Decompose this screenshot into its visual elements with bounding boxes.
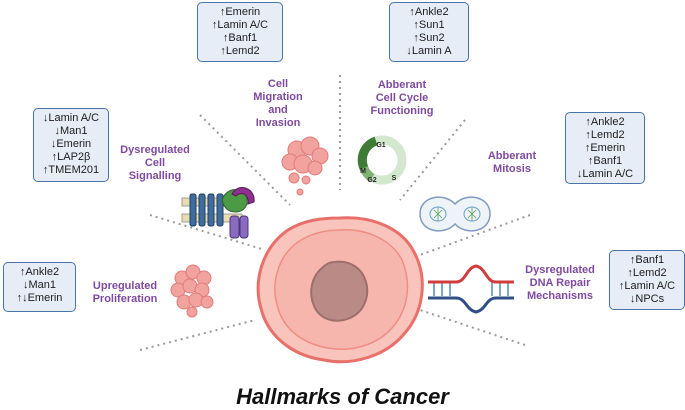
- markers-box-mitosis: ↑Ankle2 ↑Lemd2 ↑Emerin ↑Banf1 ↓Lamin A/C: [565, 112, 645, 184]
- marker-item: ↑Lemd2: [627, 267, 667, 279]
- hallmark-label-mitosis: Abberant Mitosis: [478, 150, 546, 176]
- label-line: and: [268, 104, 288, 116]
- marker-item: ↑Lamin A/C: [211, 19, 269, 31]
- proliferating-cells-icon: [170, 264, 214, 318]
- marker-item: ↑Lamin A/C: [618, 280, 676, 292]
- label-line: Mitosis: [493, 163, 531, 175]
- marker-item: ↑TMEM201: [42, 164, 100, 176]
- marker-item: ↑Banf1: [222, 32, 258, 44]
- dividing-cell-icon: [419, 196, 491, 232]
- marker-item: ↑Ankle2: [19, 266, 60, 278]
- marker-item: ↑Banf1: [587, 155, 623, 167]
- label-line: Cell: [267, 78, 289, 90]
- hallmark-label-migration: Cell Migration and Invasion: [245, 78, 311, 130]
- membrane-receptor-icon: [181, 187, 255, 239]
- radial-line-left: [149, 214, 266, 251]
- label-line: Dysregulated: [525, 264, 595, 276]
- marker-item: ↑Sun1: [413, 19, 445, 31]
- markers-box-proliferation: ↑Ankle2 ↓Man1 ↑↓Emerin: [3, 262, 76, 312]
- label-line: Proliferation: [92, 293, 158, 305]
- marker-item: ↑Emerin: [584, 142, 626, 154]
- label-line: Mechanisms: [526, 290, 594, 302]
- markers-box-cell-cycle: ↑Ankle2 ↑Sun1 ↑Sun2 ↓Lamin A: [389, 2, 469, 62]
- cancer-cell-icon: [256, 216, 424, 364]
- marker-item: ↑LAP2β: [51, 151, 91, 163]
- radial-line-upper-right: [399, 119, 466, 201]
- marker-item: ↓Lamin A/C: [42, 112, 100, 124]
- label-line: Upregulated: [92, 280, 158, 292]
- marker-item: ↑Ankle2: [409, 6, 449, 18]
- marker-item: ↑Lemd2: [220, 45, 260, 57]
- radial-lines: [139, 75, 531, 351]
- label-line: Cell: [144, 157, 166, 169]
- phase-g2-label: G2: [367, 177, 376, 184]
- marker-item: ↑Lemd2: [585, 129, 625, 141]
- label-line: Functioning: [370, 105, 434, 117]
- marker-item: ↑↓Emerin: [16, 292, 63, 304]
- marker-item: ↓Lamin A: [406, 45, 452, 57]
- label-line: Signalling: [128, 170, 182, 182]
- label-line: Cell Cycle: [375, 92, 429, 104]
- cell-cycle-icon: [357, 135, 407, 185]
- radial-line-right: [419, 214, 531, 256]
- hallmark-label-cell-cycle: Abberant Cell Cycle Functioning: [363, 79, 441, 118]
- marker-item: ↓Lamin A/C: [576, 168, 634, 180]
- label-line: Invasion: [255, 117, 301, 129]
- marker-item: ↓Man1: [54, 125, 88, 137]
- markers-box-migration: ↑Emerin ↑Lamin A/C ↑Banf1 ↑Lemd2: [197, 2, 283, 62]
- hallmark-label-signalling: Dysregulated Cell Signalling: [112, 144, 198, 183]
- marker-item: ↑Sun2: [413, 32, 445, 44]
- phase-g1-label: G1: [376, 142, 385, 149]
- label-line: Dysregulated: [120, 144, 190, 156]
- phase-m-label: M: [360, 168, 366, 175]
- hallmark-label-dna-repair: Dysregulated DNA Repair Mechanisms: [516, 264, 604, 303]
- marker-item: ↑Banf1: [629, 254, 665, 266]
- radial-line-lower-right: [419, 309, 526, 346]
- radial-line-lower-left: [139, 319, 256, 351]
- marker-item: ↓NPCs: [629, 293, 665, 305]
- marker-item: ↑Emerin: [219, 6, 261, 18]
- label-line: Abberant: [487, 150, 537, 162]
- label-line: Migration: [253, 91, 303, 103]
- hallmark-label-proliferation: Upregulated Proliferation: [83, 280, 167, 306]
- dna-break-icon: [428, 264, 514, 314]
- phase-s-label: S: [392, 175, 397, 182]
- markers-box-dna-repair: ↑Banf1 ↑Lemd2 ↑Lamin A/C ↓NPCs: [609, 250, 685, 310]
- label-line: DNA Repair: [529, 277, 591, 289]
- diagram-title: Hallmarks of Cancer: [236, 384, 449, 409]
- marker-item: ↑Ankle2: [585, 116, 625, 128]
- marker-item: ↓Man1: [22, 279, 57, 291]
- migrating-cells-icon: [281, 136, 329, 196]
- marker-item: ↓Emerin: [50, 138, 92, 150]
- label-line: Abberant: [377, 79, 427, 91]
- markers-box-signalling: ↓Lamin A/C ↓Man1 ↓Emerin ↑LAP2β ↑TMEM201: [33, 108, 109, 182]
